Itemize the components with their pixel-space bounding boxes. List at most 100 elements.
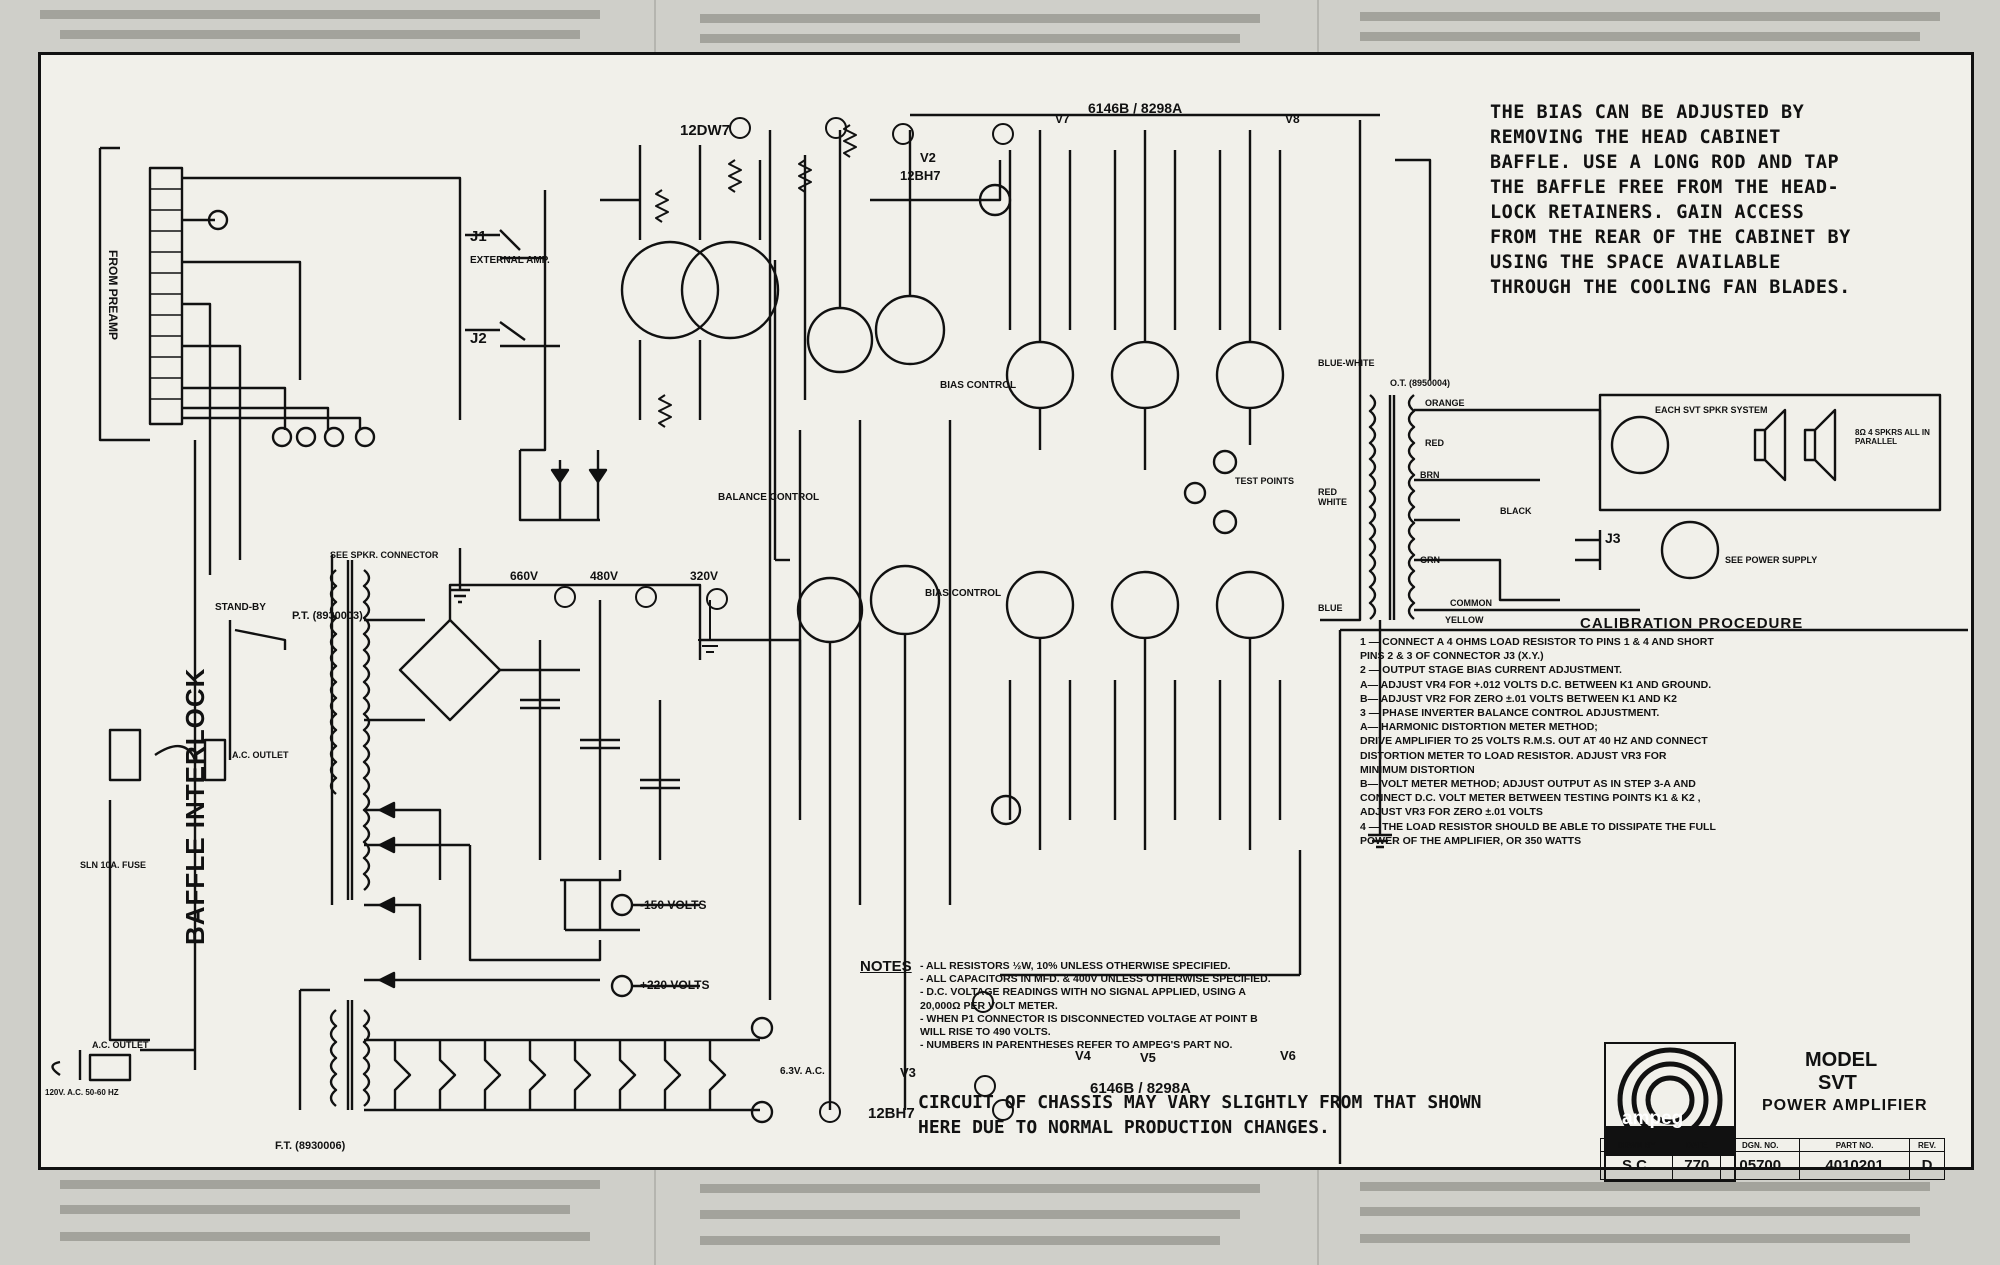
variance-line: HERE DUE TO NORMAL PRODUCTION CHANGES.	[918, 1117, 1330, 1138]
label-test-points: TEST POINTS	[1235, 476, 1295, 486]
label-bias-control-lower: BIAS CONTROL	[925, 588, 1002, 599]
label-j1: J1	[470, 228, 487, 245]
label-output-transformer: O.T. (8950004)	[1390, 378, 1451, 388]
label-v5: V5	[1140, 1050, 1156, 1065]
label-v2: V2	[920, 150, 936, 165]
label-wire-grn: GRN	[1420, 555, 1440, 565]
label-v1-tube: 12DW7	[680, 122, 731, 139]
label-660v: 660V	[510, 569, 539, 583]
bias-note-line: REMOVING THE HEAD CABINET	[1490, 127, 1781, 148]
label-ac-input: 120V. A.C. 50-60 HZ	[45, 1088, 119, 1097]
label-wire-orange: ORANGE	[1425, 398, 1465, 408]
production-variance-note: CIRCUIT OF CHASSIS MAY VARY SLIGHTLY FRO…	[918, 1090, 1482, 1140]
label-output-tubes-bottom: 6146B / 8298A	[1090, 1080, 1191, 1097]
header-drawn-by: DRWN BY	[1599, 1137, 1674, 1153]
calibration-line: DISTORTION METER TO LOAD RESISTOR. ADJUS…	[1360, 749, 1667, 762]
value-part-no: 4010201	[1799, 1151, 1910, 1180]
header-rev: REV.	[1908, 1137, 1946, 1153]
notes-header: NOTES	[860, 958, 912, 975]
label-j2: J2	[470, 330, 487, 347]
calibration-line: 1 — CONNECT A 4 OHMS LOAD RESISTOR TO PI…	[1360, 636, 1714, 648]
note-line: 20,000Ω PER VOLT METER.	[920, 999, 1058, 1012]
calibration-line: 4 — THE LOAD RESISTOR SHOULD BE ABLE TO …	[1360, 820, 1716, 833]
label-wire-yellow: YELLOW	[1445, 615, 1484, 625]
label-balance-control: BALANCE CONTROL	[718, 492, 820, 503]
label-wire-blue: BLUE	[1318, 603, 1343, 613]
bias-note-line: THROUGH THE COOLING FAN BLADES.	[1490, 277, 1851, 298]
label-6-3v-ac: 6.3V. A.C.	[780, 1066, 825, 1077]
model-description: POWER AMPLIFIER	[1762, 1097, 1928, 1114]
calibration-line: POWER OF THE AMPLIFIER, OR 350 WATTS	[1360, 834, 1582, 847]
model-label: MODEL	[1805, 1049, 1878, 1071]
note-line: - D.C. VOLTAGE READINGS WITH NO SIGNAL A…	[920, 986, 1246, 999]
note-line: - ALL CAPACITORS IN MFD. & 400V UNLESS O…	[920, 973, 1271, 986]
label-from-preamp: FROM PREAMP	[106, 250, 120, 340]
label-ac-outlet-bottom: A.C. OUTLET	[92, 1040, 149, 1050]
calibration-line: ADJUST VR3 FOR ZERO ±.01 VOLTS	[1360, 806, 1543, 819]
label-wire-brn: BRN	[1420, 470, 1440, 480]
schematic-sheet	[38, 52, 1974, 1170]
label-spkr-system: EACH SVT SPKR SYSTEM	[1655, 405, 1768, 415]
calibration-line: 2 — OUTPUT STAGE BIAS CURRENT ADJUSTMENT…	[1360, 664, 1622, 677]
label-v8: V8	[1285, 112, 1300, 126]
bias-note-line: FROM THE REAR OF THE CABINET BY	[1490, 227, 1851, 248]
label-v2-tube: 12BH7	[900, 168, 941, 183]
label-filament-transformer: F.T. (8930006)	[275, 1140, 346, 1152]
calibration-line: DRIVE AMPLIFIER TO 25 VOLTS R.M.S. OUT A…	[1360, 735, 1708, 748]
label-spkrs: 8Ω 4 SPKRS ALL IN PARALLEL	[1855, 428, 1930, 446]
label-stand-by: STAND-BY	[215, 602, 266, 613]
bias-note-line: THE BAFFLE FREE FROM THE HEAD-	[1490, 177, 1840, 198]
label-bias-control-upper: BIAS CONTROL	[940, 380, 1017, 391]
calibration-line: PINS 2 & 3 OF CONNECTOR J3 (X.Y.)	[1360, 650, 1544, 663]
calibration-line: B— ADJUST VR2 FOR ZERO ±.01 VOLTS BETWEE…	[1360, 692, 1677, 705]
label-common: COMMON	[1450, 598, 1492, 608]
label-external-amp: EXTERNAL AMP.	[470, 255, 550, 266]
bias-note-line: LOCK RETAINERS. GAIN ACCESS	[1490, 202, 1805, 223]
header-date: DATE	[1672, 1137, 1722, 1153]
label-ac-outlet-top: A.C. OUTLET	[232, 750, 289, 760]
label-see-power-supply: SEE POWER SUPPLY	[1725, 555, 1818, 565]
label-wire-black: BLACK	[1500, 506, 1532, 516]
header-part-no: PART NO.	[1799, 1137, 1910, 1153]
bias-adjustment-note: THE BIAS CAN BE ADJUSTED BY REMOVING THE…	[1490, 100, 1960, 300]
note-line: WILL RISE TO 490 VOLTS.	[920, 1026, 1051, 1039]
calibration-line: A— ADJUST VR4 FOR +.012 VOLTS D.C. BETWE…	[1360, 678, 1712, 691]
drawing-info-table: DRWN BY DATE DGN. NO. PART NO. REV. S.C.…	[1599, 1137, 1946, 1180]
bias-note-line: THE BIAS CAN BE ADJUSTED BY	[1490, 102, 1805, 123]
model-name: SVT	[1818, 1072, 1857, 1094]
bias-note-line: USING THE SPACE AVAILABLE	[1490, 252, 1781, 273]
header-dgn-no: DGN. NO.	[1720, 1137, 1801, 1153]
label-see-spkr-connector: SEE SPKR. CONNECTOR	[330, 550, 439, 560]
label-wire-blue-white: BLUE-WHITE	[1318, 358, 1375, 368]
label-v7: V7	[1055, 112, 1070, 126]
calibration-line: A— HARMONIC DISTORTION METER METHOD;	[1360, 721, 1598, 734]
variance-line: CIRCUIT OF CHASSIS MAY VARY SLIGHTLY FRO…	[918, 1092, 1482, 1113]
label-v3-tube: 12BH7	[868, 1105, 915, 1122]
label-v6: V6	[1280, 1048, 1296, 1063]
label-480v: 480V	[590, 569, 619, 583]
note-line: - NUMBERS IN PARENTHESES REFER TO AMPEG'…	[920, 1039, 1233, 1052]
value-drawn-by: S.C.	[1599, 1151, 1674, 1180]
calibration-procedure: CALIBRATION PROCEDURE 1 — CONNECT A 4 OH…	[1360, 616, 1950, 848]
label-plus-220-volts: +220 VOLTS	[640, 978, 710, 992]
label-output-tubes-top: 6146B / 8298A	[1088, 100, 1183, 116]
ampeg-logo: ampeg	[1622, 1108, 1684, 1129]
calibration-line: MINIMUM DISTORTION	[1360, 763, 1475, 776]
bias-note-line: BAFFLE. USE A LONG ROD AND TAP	[1490, 152, 1840, 173]
label-320v: 320V	[690, 569, 719, 583]
calibration-line: CONNECT D.C. VOLT METER BETWEEN TESTING …	[1360, 792, 1701, 805]
label-baffle-interlock: BAFFLE INTERLOCK	[180, 667, 210, 945]
note-line: - ALL RESISTORS ½W, 10% UNLESS OTHERWISE…	[920, 960, 1231, 972]
label-wire-red: RED	[1425, 438, 1445, 448]
calibration-line: 3 — PHASE INVERTER BALANCE CONTROL ADJUS…	[1360, 707, 1660, 720]
label-power-transformer: P.T. (8930003)	[292, 610, 363, 622]
title-block: ampeg MODEL SVT POWER AMPLIFIER DRWN BY …	[1599, 1042, 1946, 1182]
label-j3: J3	[1605, 530, 1621, 546]
calibration-line: B— VOLT METER METHOD; ADJUST OUTPUT AS I…	[1360, 778, 1696, 791]
label-v4: V4	[1075, 1048, 1091, 1063]
label-minus-150-volts: -150 VOLTS	[640, 898, 707, 912]
label-fuse: SLN 10A. FUSE	[80, 860, 147, 870]
